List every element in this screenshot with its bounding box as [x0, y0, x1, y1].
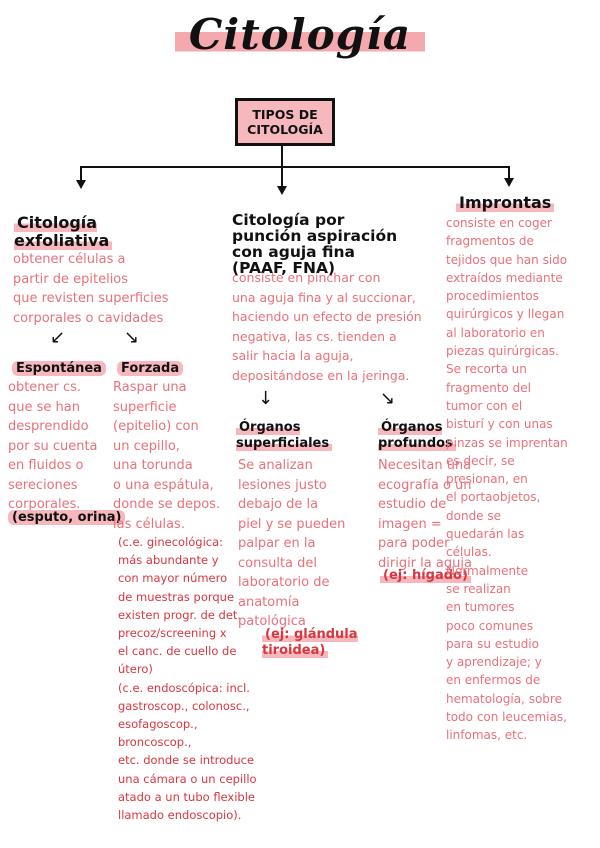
page-title: Citología: [0, 10, 600, 59]
exfoliativa-intro: obtener células a partir de epitelios qu…: [13, 252, 169, 326]
connector-left: [80, 166, 82, 182]
espontanea-example: (esputo, orina): [8, 510, 126, 526]
heading-improntas: Improntas: [456, 193, 555, 212]
superficiales-text: Se analizan lesiones justo debajo de la …: [238, 458, 346, 629]
arrow-left-icon: [76, 180, 86, 189]
arrow-down-icon: ↙: [50, 327, 66, 348]
forzada-detail: (c.e. ginecológica: más abundante y con …: [118, 535, 257, 823]
types-box-label: TIPOS DE CITOLOGÍA: [247, 107, 323, 137]
espontanea-text: obtener cs. que se han desprendido por s…: [8, 380, 98, 512]
profundos-example: (ej: hígado): [380, 568, 471, 584]
arrow-down-icon: ↘: [380, 388, 396, 409]
connector-middle: [281, 166, 283, 188]
arrow-right-icon: [504, 178, 514, 187]
arrow-down-icon: ↘: [124, 327, 140, 348]
arrow-down-icon: ↓: [258, 388, 274, 409]
superficiales-example: (ej: glándula tiroidea): [262, 627, 358, 658]
connector-right: [508, 166, 510, 180]
label-forzada: Forzada: [117, 361, 184, 377]
profundos-text: Necesitan una ecografía o un estudio de …: [378, 458, 472, 571]
label-espontanea: Espontánea: [12, 361, 106, 377]
heading-exfoliativa: Citología exfoliativa: [14, 196, 113, 250]
forzada-text: Raspar una superficie (epitelio) con un …: [113, 380, 221, 532]
arrow-middle-icon: [277, 186, 287, 195]
connector-vertical: [281, 143, 283, 167]
improntas-text: consiste en coger fragmentos de tejidos …: [446, 216, 568, 743]
paaf-intro: consiste en pinchar con una aguja fina y…: [232, 270, 422, 383]
heading-paaf: Citología por punción aspiración con agu…: [232, 211, 398, 277]
label-organos-profundos: Órganos profundos: [378, 420, 456, 452]
types-box: TIPOS DE CITOLOGÍA: [235, 98, 335, 146]
connector-horizontal: [80, 166, 510, 168]
label-organos-superficiales: Órganos superficiales: [236, 420, 333, 452]
